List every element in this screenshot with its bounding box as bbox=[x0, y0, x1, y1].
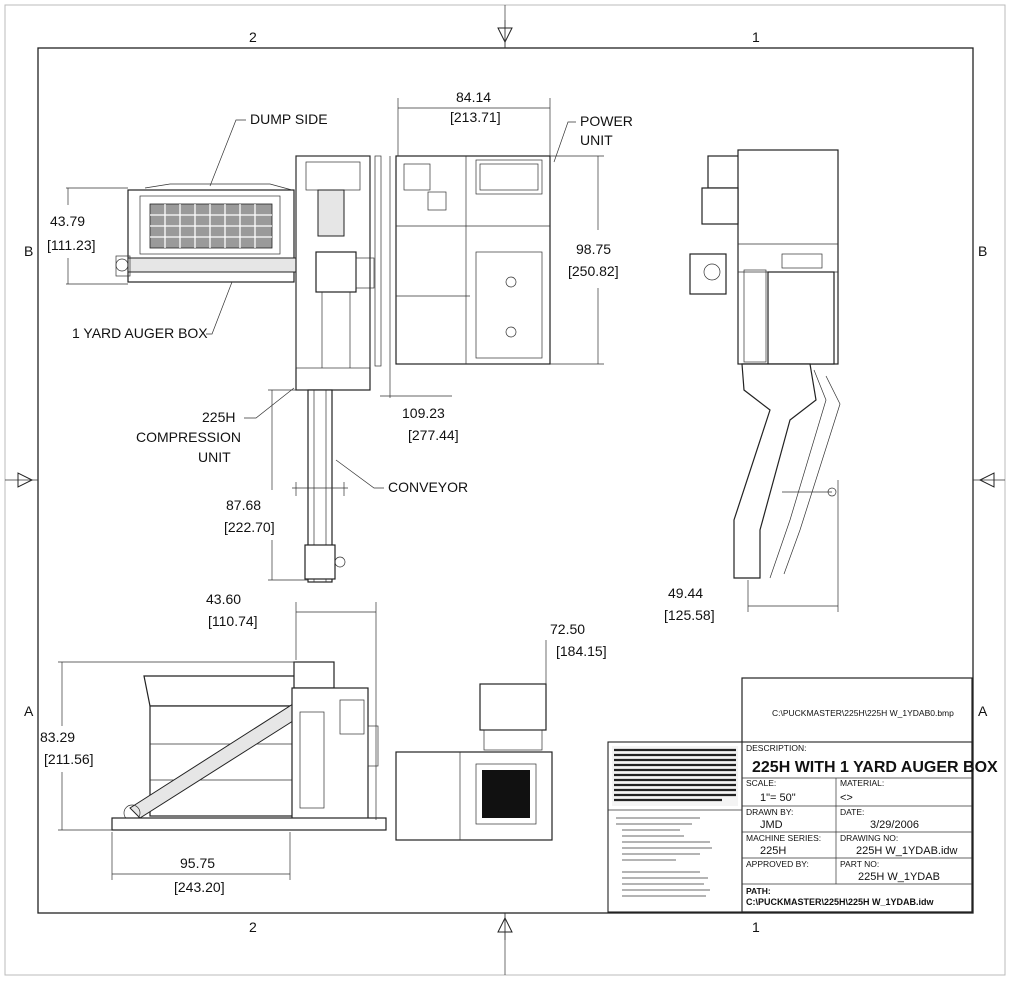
svg-text:87.68: 87.68 bbox=[226, 497, 261, 513]
front-view-machine bbox=[111, 661, 387, 831]
svg-text:98.75: 98.75 bbox=[576, 241, 611, 257]
rear-view-power-unit bbox=[395, 683, 553, 841]
zone-top-left: 2 bbox=[249, 29, 257, 45]
center-mark-right bbox=[978, 472, 995, 488]
svg-text:43.79: 43.79 bbox=[50, 213, 85, 229]
top-view-conveyor bbox=[292, 389, 348, 583]
tb-scale: 1"= 50" bbox=[760, 792, 796, 804]
tb-part-no-label: PART NO: bbox=[840, 859, 879, 869]
tb-machine-series: 225H bbox=[760, 845, 786, 857]
tb-material-label: MATERIAL: bbox=[840, 778, 884, 788]
label-compression-line2: COMPRESSION bbox=[136, 429, 241, 445]
top-view-compression-unit bbox=[295, 155, 382, 391]
svg-text:[222.70]: [222.70] bbox=[224, 519, 275, 535]
center-mark-top bbox=[497, 20, 513, 48]
dim-43-79: 43.79 [111.23] bbox=[47, 187, 128, 285]
dim-95-75: 95.75 [243.20] bbox=[111, 832, 291, 895]
svg-text:49.44: 49.44 bbox=[668, 585, 703, 601]
dim-83-29: 83.29 [211.56] bbox=[40, 661, 296, 831]
svg-text:[211.56]: [211.56] bbox=[44, 751, 94, 767]
top-view-auger-box bbox=[115, 183, 323, 283]
general-notes bbox=[616, 817, 712, 897]
dim-87-68: 87.68 [222.70] bbox=[224, 389, 308, 581]
svg-text:[110.74]: [110.74] bbox=[208, 613, 258, 629]
tb-drawing-no: 225H W_1YDAB.idw bbox=[856, 845, 958, 857]
dim-109-23: 109.23 [277.44] bbox=[380, 156, 459, 443]
svg-text:[111.23]: [111.23] bbox=[47, 237, 96, 253]
label-conveyor: CONVEYOR bbox=[388, 479, 468, 495]
svg-text:109.23: 109.23 bbox=[402, 405, 445, 421]
center-mark-bottom bbox=[497, 913, 513, 940]
tb-drawn-by-label: DRAWN BY: bbox=[746, 807, 793, 817]
tb-file-path: C:\PUCKMASTER\225H\225H W_1YDAB0.bmp bbox=[772, 708, 954, 718]
svg-text:43.60: 43.60 bbox=[206, 591, 241, 607]
zone-top-right: 1 bbox=[752, 29, 760, 45]
dim-43-60: 43.60 [110.74] bbox=[206, 591, 377, 820]
label-power-unit-line2: UNIT bbox=[580, 132, 613, 148]
dim-72-50: 72.50 [184.15] bbox=[545, 621, 607, 684]
tb-drawing-no-label: DRAWING NO: bbox=[840, 833, 898, 843]
tb-machine-series-label: MACHINE SERIES: bbox=[746, 833, 821, 843]
svg-text:83.29: 83.29 bbox=[40, 729, 75, 745]
label-dump-side: DUMP SIDE bbox=[250, 111, 328, 127]
dim-98-75: 98.75 [250.82] bbox=[550, 155, 619, 365]
tb-scale-label: SCALE: bbox=[746, 778, 776, 788]
title-block: C:\PUCKMASTER\225H\225H W_1YDAB0.bmp DES… bbox=[607, 677, 998, 913]
tb-path-label: PATH: bbox=[746, 886, 771, 896]
zone-right-b: B bbox=[978, 243, 987, 259]
tb-material: <> bbox=[840, 792, 853, 804]
label-compression-line1: 225H bbox=[202, 409, 235, 425]
svg-text:[250.82]: [250.82] bbox=[568, 263, 619, 279]
zone-left-a: A bbox=[24, 703, 34, 719]
tb-drawn-by: JMD bbox=[760, 819, 783, 831]
svg-text:72.50: 72.50 bbox=[550, 621, 585, 637]
tb-part-no: 225H W_1YDAB bbox=[858, 871, 940, 883]
drawing-border bbox=[37, 47, 974, 914]
svg-text:95.75: 95.75 bbox=[180, 855, 215, 871]
svg-text:[213.71]: [213.71] bbox=[450, 109, 501, 125]
tb-description-label: DESCRIPTION: bbox=[746, 743, 806, 753]
dim-49-44: 49.44 [125.58] bbox=[664, 480, 839, 623]
label-auger-box: 1 YARD AUGER BOX bbox=[72, 325, 208, 341]
svg-text:[184.15]: [184.15] bbox=[556, 643, 607, 659]
svg-text:[243.20]: [243.20] bbox=[174, 879, 225, 895]
tb-path: C:\PUCKMASTER\225H\225H W_1YDAB.idw bbox=[746, 897, 935, 907]
tb-description: 225H WITH 1 YARD AUGER BOX bbox=[752, 759, 998, 776]
label-compression-line3: UNIT bbox=[198, 449, 231, 465]
svg-text:[277.44]: [277.44] bbox=[408, 427, 459, 443]
tb-approved-by-label: APPROVED BY: bbox=[746, 859, 809, 869]
tb-date: 3/29/2006 bbox=[870, 819, 919, 831]
zone-bottom-right: 1 bbox=[752, 919, 760, 935]
label-power-unit-line1: POWER bbox=[580, 113, 633, 129]
svg-text:84.14: 84.14 bbox=[456, 89, 491, 105]
side-view-machine bbox=[689, 149, 841, 579]
svg-text:[125.58]: [125.58] bbox=[664, 607, 715, 623]
dim-84-14: 84.14 [213.71] bbox=[397, 89, 551, 156]
tb-date-label: DATE: bbox=[840, 807, 864, 817]
zone-bottom-left: 2 bbox=[249, 919, 257, 935]
zone-right-a: A bbox=[978, 703, 988, 719]
zone-left-b: B bbox=[24, 243, 33, 259]
center-mark-left bbox=[17, 472, 34, 488]
confidential-notice bbox=[612, 746, 738, 806]
top-view-power-unit bbox=[395, 155, 551, 365]
